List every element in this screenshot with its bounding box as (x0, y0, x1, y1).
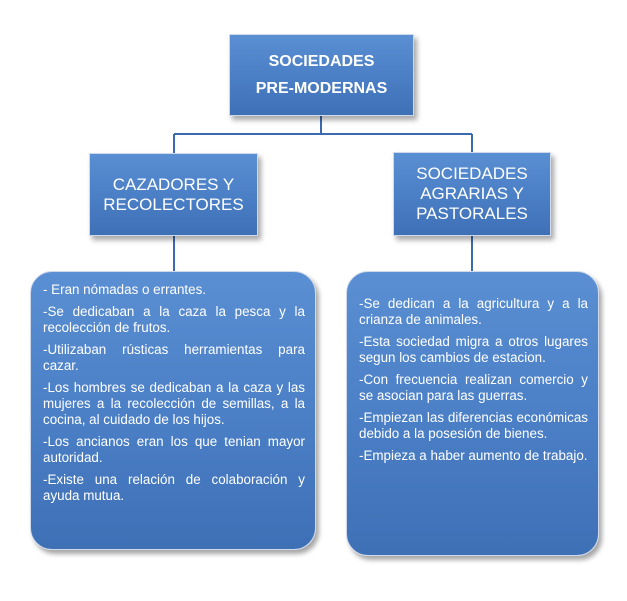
branch-node-cazadores-recolectores: CAZADORES Y RECOLECTORES (89, 153, 258, 236)
detail-item: -Esta sociedad migra a otros lugares seg… (359, 334, 588, 365)
detail-item: -Empieza a haber aumento de trabajo. (359, 448, 588, 463)
branch-right-title-line-1: SOCIEDADES (416, 164, 528, 183)
root-node-sociedades-pre-modernas: SOCIEDADES PRE-MODERNAS (229, 34, 414, 116)
root-title-line-2: PRE-MODERNAS (255, 80, 388, 97)
detail-item: -Utilizaban rústicas herramientas para c… (43, 342, 305, 373)
detail-item: -Los hombres se dedicaban a la caza y la… (43, 380, 305, 427)
detail-item: -Existe una relación de colaboración y a… (43, 472, 305, 503)
detail-item: -Empiezan las diferencias económicas deb… (359, 410, 588, 441)
detail-item: - Eran nómadas o errantes. (43, 282, 207, 297)
branch-node-sociedades-agrarias-pastorales: SOCIEDADES AGRARIAS Y PASTORALES (393, 152, 551, 236)
detail-item: -Con frecuencia realizan comercio y se a… (359, 372, 588, 403)
root-title-line-1: SOCIEDADES (268, 53, 375, 70)
detail-item: -Los ancianos eran los que tenian mayor … (43, 434, 305, 465)
branch-right-title-line-3: PASTORALES (416, 204, 528, 223)
detail-box-sociedades-agrarias-pastorales: -Se dedican a la agricultura y a la cria… (346, 271, 599, 556)
branch-left-title-line-1: CAZADORES Y (112, 174, 235, 194)
detail-item: -Se dedicaban a la caza la pesca y la re… (43, 304, 305, 335)
detail-box-cazadores-recolectores: - Eran nómadas o errantes. -Se dedicaban… (30, 271, 316, 550)
detail-item: -Se dedican a la agricultura y a la cria… (359, 296, 588, 327)
branch-left-title-line-2: RECOLECTORES (103, 194, 244, 214)
branch-right-title-line-2: AGRARIAS Y (420, 184, 524, 203)
